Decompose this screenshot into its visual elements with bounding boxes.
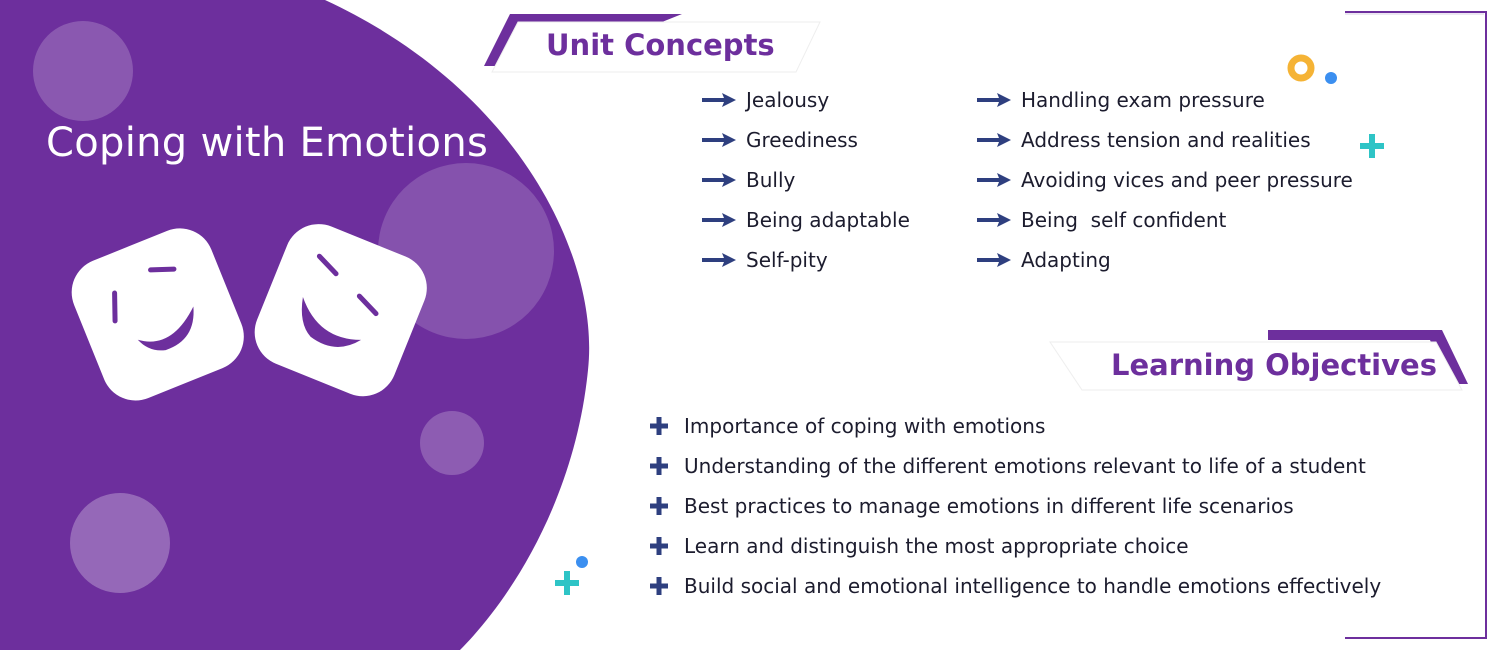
unit-concepts-right-list: Handling exam pressure Address tension a… [977, 80, 1353, 280]
concept-label: Greediness [746, 128, 858, 152]
unit-concepts-heading: Unit Concepts [546, 28, 775, 62]
arrow-right-icon [977, 253, 1011, 267]
list-item: Bully [702, 160, 910, 200]
concept-label: Adapting [1021, 248, 1111, 272]
objective-label: Build social and emotional intelligence … [684, 574, 1382, 598]
arrow-right-icon [702, 93, 736, 107]
learning-objectives-list: Importance of coping with emotions Under… [648, 406, 1381, 606]
blue-dot-icon [1325, 72, 1337, 84]
concept-label: Self-pity [746, 248, 828, 272]
decor-circle [33, 21, 133, 121]
plus-icon [650, 537, 668, 555]
learning-objectives-banner [1049, 341, 1463, 391]
list-item: Best practices to manage emotions in dif… [648, 486, 1381, 526]
arrow-right-icon [702, 173, 736, 187]
list-item: Self-pity [702, 240, 910, 280]
objective-label: Understanding of the different emotions … [684, 454, 1366, 478]
unit-concepts-banner [491, 21, 821, 73]
concept-label: Handling exam pressure [1021, 88, 1265, 112]
objective-label: Best practices to manage emotions in dif… [684, 494, 1294, 518]
concept-label: Avoiding vices and peer pressure [1021, 168, 1353, 192]
decor-circle [70, 493, 170, 593]
plus-icon [650, 577, 668, 595]
list-item: Importance of coping with emotions [648, 406, 1381, 446]
list-item: Avoiding vices and peer pressure [977, 160, 1353, 200]
arrow-right-icon [977, 213, 1011, 227]
plus-icon [650, 417, 668, 435]
teal-plus-icon [1360, 134, 1384, 158]
page-title: Coping with Emotions [46, 120, 489, 166]
comedy-masks-icon [71, 224, 427, 401]
list-item: Jealousy [702, 80, 910, 120]
decor-circle [420, 411, 484, 475]
arrow-right-icon [702, 213, 736, 227]
blue-dot-icon [576, 556, 588, 568]
concept-label: Address tension and realities [1021, 128, 1311, 152]
arrow-right-icon [977, 93, 1011, 107]
frame-line [1345, 11, 1487, 639]
list-item: Being adaptable [702, 200, 910, 240]
concept-label: Bully [746, 168, 796, 192]
arrow-right-icon [702, 253, 736, 267]
concept-label: Being adaptable [746, 208, 910, 232]
list-item: Handling exam pressure [977, 80, 1353, 120]
list-item: Build social and emotional intelligence … [648, 566, 1381, 606]
list-item: Being self confident [977, 200, 1353, 240]
objective-label: Learn and distinguish the most appropria… [684, 534, 1189, 558]
plus-icon [650, 457, 668, 475]
arrow-right-icon [702, 133, 736, 147]
list-item: Address tension and realities [977, 120, 1353, 160]
objective-label: Importance of coping with emotions [684, 414, 1046, 438]
teal-plus-icon [555, 571, 579, 595]
list-item: Greediness [702, 120, 910, 160]
list-item: Understanding of the different emotions … [648, 446, 1381, 486]
concept-label: Being self confident [1021, 208, 1227, 232]
learning-objectives-heading: Learning Objectives [1111, 348, 1437, 382]
concept-label: Jealousy [746, 88, 830, 112]
plus-icon [650, 497, 668, 515]
arrow-right-icon [977, 133, 1011, 147]
arrow-right-icon [977, 173, 1011, 187]
orange-ring-icon [1287, 54, 1315, 82]
list-item: Learn and distinguish the most appropria… [648, 526, 1381, 566]
list-item: Adapting [977, 240, 1353, 280]
unit-concepts-left-list: Jealousy Greediness Bully Being adaptabl… [702, 80, 910, 280]
